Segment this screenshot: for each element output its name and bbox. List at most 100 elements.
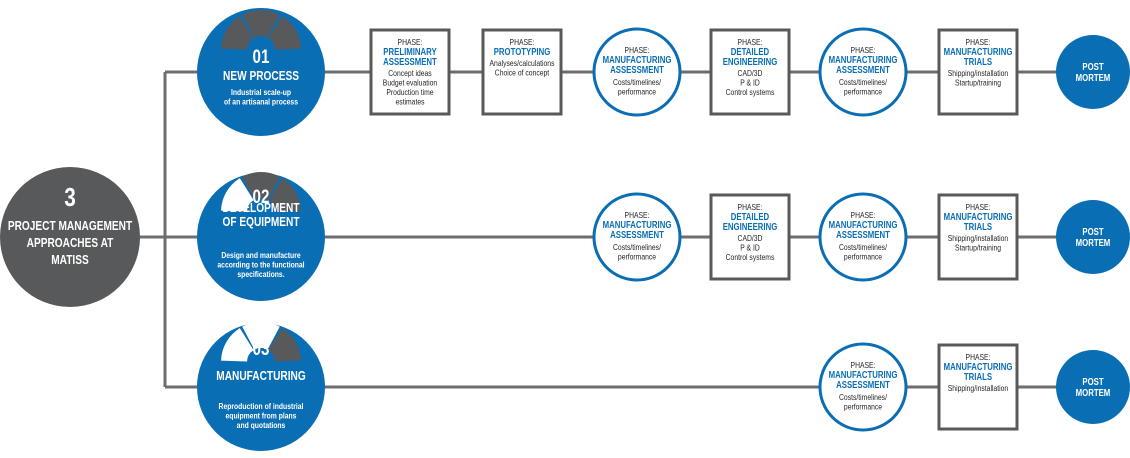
phase-label: PHASE:	[851, 210, 876, 220]
phase-detail: Concept ideas	[388, 68, 432, 78]
phase-detail: CAD/3D	[738, 233, 763, 243]
phase-detail: performance	[844, 252, 882, 262]
approach-description: specifications.	[237, 269, 284, 279]
phase-title: ASSESSMENT	[610, 64, 664, 75]
phase-box	[937, 193, 1019, 281]
phase-detail: performance	[618, 87, 656, 97]
phase-circle	[818, 27, 908, 117]
phase-title: ASSESSMENT	[836, 229, 890, 240]
phase-label: PHASE:	[966, 37, 991, 47]
phase-label: PHASE:	[738, 202, 763, 212]
post-mortem-circle	[1056, 35, 1130, 109]
phase-detail: Shipping/installation	[948, 233, 1008, 243]
approach-number: 01	[253, 45, 270, 67]
phase-label: PHASE:	[738, 37, 763, 47]
phase-node: PHASE:MANUFACTURINGASSESSMENTCosts/timel…	[818, 192, 908, 282]
phase-circle	[818, 342, 908, 432]
phase-detail: Costs/timelines/	[839, 242, 888, 252]
approach-title: NEW PROCESS	[223, 69, 299, 83]
phase-title: MANUFACTURING	[944, 46, 1013, 57]
approach-description: and quotations	[237, 420, 286, 430]
phase-detail: Costs/timelines/	[839, 392, 888, 402]
gauge-segment-filled	[221, 16, 254, 50]
root-number: 3	[64, 183, 76, 212]
phase-title: PRELIMINARY	[383, 46, 436, 57]
phase-box	[709, 28, 791, 116]
gauge-segment-filled	[268, 328, 301, 362]
post-mortem-circle	[1056, 350, 1130, 424]
post-mortem-title: POST	[1082, 226, 1104, 237]
phase-title: MANUFACTURING	[829, 369, 898, 380]
phase-node: PHASE:PROTOTYPINGAnalyses/calculationsCh…	[481, 28, 563, 116]
gauge-segment-empty	[242, 321, 280, 350]
phase-detail: Costs/timelines/	[839, 77, 888, 87]
phase-label: PHASE:	[625, 210, 650, 220]
phase-label: PHASE:	[966, 202, 991, 212]
phase-title: DETAILED	[731, 46, 770, 57]
post-mortem-circle	[1056, 200, 1130, 274]
phase-title: ASSESSMENT	[836, 379, 890, 390]
root-title-line: PROJECT MANAGEMENT	[8, 219, 132, 233]
phase-title: MANUFACTURING	[944, 211, 1013, 222]
phase-detail: performance	[844, 402, 882, 412]
phase-detail: CAD/3D	[738, 68, 763, 78]
phase-circle	[592, 27, 682, 117]
phase-label: PHASE:	[398, 37, 423, 47]
phase-detail: Costs/timelines/	[613, 77, 662, 87]
phase-detail: Shipping/installation	[948, 68, 1008, 78]
approach-description: Industrial scale-up	[231, 87, 291, 97]
phase-detail: Choice of concept	[495, 68, 550, 78]
phase-label: PHASE:	[625, 45, 650, 55]
phase-title: MANUFACTURING	[944, 361, 1013, 372]
phase-box	[937, 28, 1019, 116]
post-mortem-title: MORTEM	[1076, 72, 1111, 83]
phase-title: MANUFACTURING	[603, 54, 672, 65]
gauge-segment-filled	[268, 178, 301, 212]
root-title-line: MATISS	[51, 253, 89, 267]
root-title-line: APPROACHES AT	[27, 236, 114, 250]
phase-node: PHASE:MANUFACTURINGTRIALSShipping/instal…	[937, 193, 1019, 281]
approach-title: DEVELOPMENT	[222, 201, 299, 215]
phase-box	[937, 343, 1019, 431]
phase-title: PROTOTYPING	[494, 46, 551, 57]
approach-description: according to the functional	[217, 260, 304, 270]
phase-detail: Production time	[386, 87, 433, 97]
phase-title: DETAILED	[731, 211, 770, 222]
phase-detail: Startup/training	[955, 243, 1001, 253]
phase-label: PHASE:	[851, 360, 876, 370]
phase-detail: Control systems	[726, 87, 775, 97]
gauge-segment-filled	[268, 16, 301, 50]
gauge-segment-filled	[242, 172, 280, 200]
phase-detail: P & ID	[740, 243, 760, 253]
phase-title: ASSESSMENT	[610, 229, 664, 240]
phase-title: ENGINEERING	[723, 221, 778, 232]
phase-detail: performance	[844, 87, 882, 97]
phase-detail: Shipping/installation	[948, 383, 1008, 393]
phase-detail: estimates	[395, 97, 424, 107]
phase-title: TRIALS	[964, 56, 992, 67]
phase-title: ENGINEERING	[723, 56, 778, 67]
phase-box	[709, 193, 791, 281]
root-circle	[0, 167, 140, 307]
approach-description: equipment from plans	[226, 411, 297, 421]
phase-title: ASSESSMENT	[383, 56, 437, 67]
phase-title: MANUFACTURING	[603, 219, 672, 230]
phase-detail: performance	[618, 252, 656, 262]
phase-circle	[818, 192, 908, 282]
phase-box	[481, 28, 563, 116]
phase-circle	[592, 192, 682, 282]
approach-title: OF EQUIPMENT	[222, 215, 299, 229]
phase-detail: Costs/timelines/	[613, 242, 662, 252]
phase-label: PHASE:	[510, 37, 535, 47]
